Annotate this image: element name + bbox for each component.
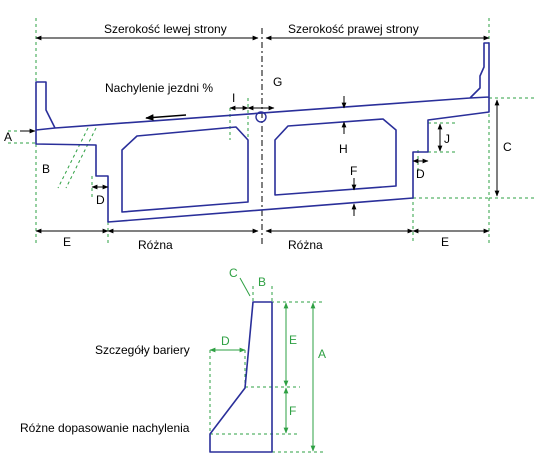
label-g: G (273, 75, 282, 89)
varies-left-label: Różna (138, 238, 173, 252)
label-f: F (350, 164, 357, 178)
c-leader (239, 277, 251, 297)
slope-label: Nachylenie jezdni % (105, 81, 213, 95)
deck-outline (35, 42, 490, 223)
label-e-right: E (441, 235, 449, 249)
extension-guides (8, 18, 536, 244)
barrier-label-e: E (289, 333, 297, 347)
right-cell-void (274, 118, 397, 196)
barrier-detail: C B D E F A Szczegóły bariery Różne dopa… (20, 266, 326, 453)
label-j: J (444, 132, 450, 146)
left-width-label: Szerokość lewej strony (104, 22, 227, 36)
barrier-guides (209, 286, 325, 453)
barrier-label-c: C (229, 266, 238, 280)
left-cell-void (121, 126, 249, 213)
label-a: A (4, 130, 12, 144)
barrier-label-f: F (289, 404, 296, 418)
label-e-left: E (63, 235, 71, 249)
cross-section: Szerokość lewej strony Szerokość prawej … (4, 18, 536, 252)
label-d-right: D (416, 167, 425, 181)
barrier-label-d: D (221, 334, 230, 348)
label-c: C (503, 140, 512, 154)
varies-right-label: Różna (288, 238, 323, 252)
crown-point (255, 111, 267, 123)
slope-arrow (145, 114, 187, 121)
label-h: H (339, 142, 348, 156)
slope-fit-label: Różne dopasowanie nachylenia (20, 421, 190, 435)
barrier-profile (209, 301, 273, 453)
label-d-left: D (96, 193, 105, 207)
barrier-label-b: B (258, 275, 266, 289)
right-width-label: Szerokość prawej strony (288, 22, 419, 36)
label-i: I (232, 91, 235, 105)
barrier-label-a: A (318, 347, 326, 361)
barrier-details-label: Szczegóły bariery (95, 343, 190, 357)
label-b: B (42, 162, 50, 176)
